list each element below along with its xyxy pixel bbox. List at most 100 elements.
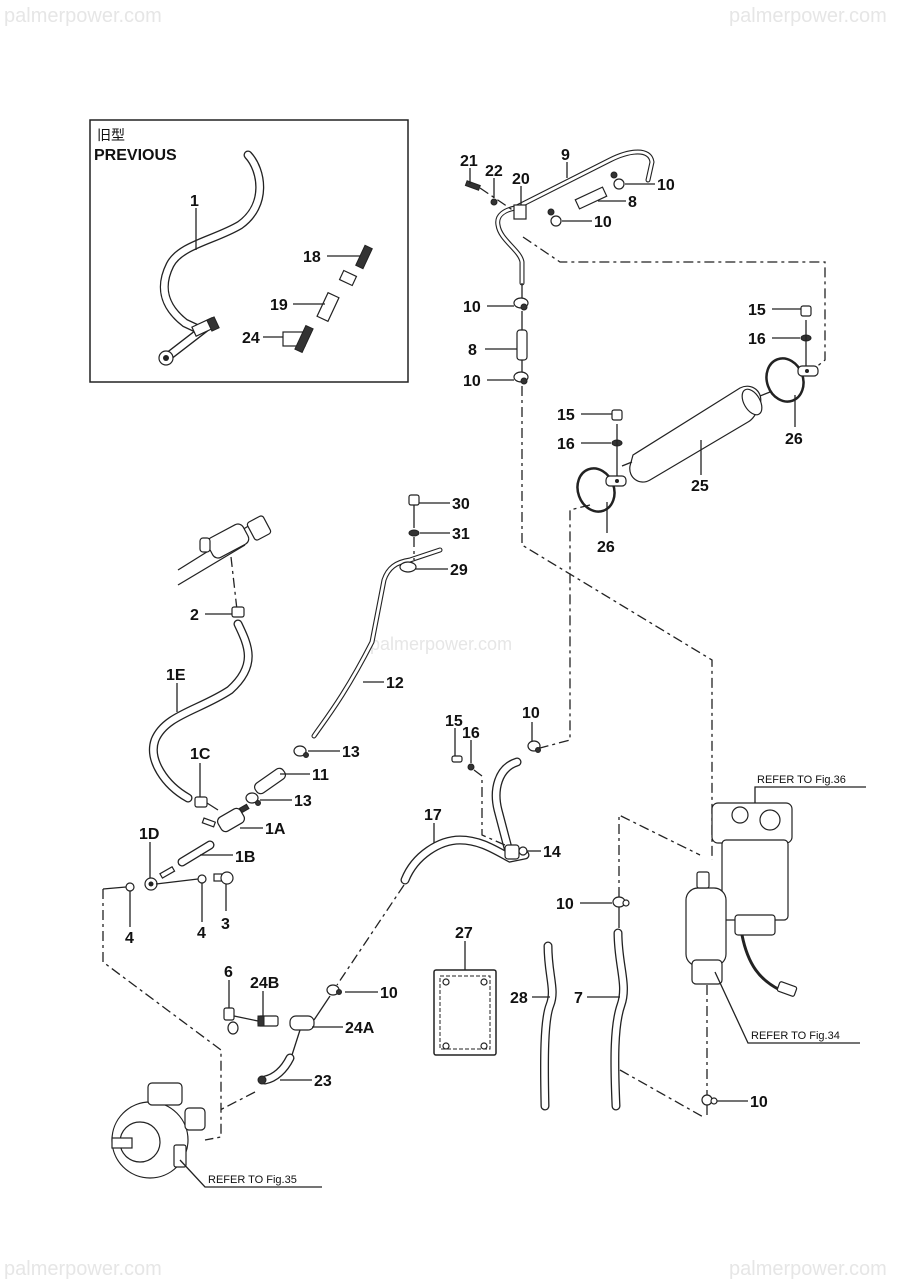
callout-10-upper-b: 10 <box>594 214 612 231</box>
callout-19: 19 <box>270 297 288 314</box>
clip-10-mid-b <box>513 371 529 385</box>
clip-10-lower-left <box>326 984 342 996</box>
leader-fig36 <box>754 786 866 803</box>
callout-10-upper-a: 10 <box>657 177 675 194</box>
refer-fig35: REFER TO Fig.35 <box>208 1174 297 1186</box>
callout-23: 23 <box>314 1073 332 1090</box>
hose-17 <box>400 835 530 885</box>
callout-15-left: 15 <box>557 407 575 424</box>
sleeve-8-mid <box>516 329 528 361</box>
clip-2 <box>231 606 245 618</box>
callout-9: 9 <box>561 147 570 164</box>
callout-16-center: 16 <box>462 725 480 742</box>
hose-return-to-14 <box>491 757 522 853</box>
fuel-rail-sensor <box>177 515 272 586</box>
tee-24A <box>289 1015 315 1031</box>
washer-16-center <box>467 763 475 771</box>
high-pressure-pump <box>111 1082 206 1179</box>
callout-16-left: 16 <box>557 436 575 453</box>
callout-20: 20 <box>512 171 530 188</box>
gasket-27 <box>433 969 497 1056</box>
callout-10-mid-b: 10 <box>463 373 481 390</box>
pipe-12 <box>311 547 443 739</box>
fuel-filter-assembly <box>685 802 798 997</box>
previous-title: PREVIOUS <box>94 147 177 164</box>
clamp-26-left <box>576 467 627 513</box>
callout-27: 27 <box>455 925 473 942</box>
leader-fig35 <box>179 1159 322 1188</box>
clip-13-lower <box>245 792 261 806</box>
bolt-15-center <box>451 755 463 763</box>
watermark-top-left: palmerpower.com <box>4 5 162 27</box>
sleeve-11 <box>253 767 287 795</box>
leader-fig34 <box>714 971 860 1044</box>
callout-10-center: 10 <box>522 705 540 722</box>
watermark-center: palmerpower.com <box>370 634 512 654</box>
hose-7 <box>610 928 628 1111</box>
callout-13-upper: 13 <box>342 744 360 761</box>
callout-31: 31 <box>452 526 470 543</box>
inline-filter-25 <box>621 385 771 483</box>
callout-10-bottom-right: 10 <box>750 1094 768 1111</box>
callout-18: 18 <box>303 249 321 266</box>
clip-13-upper <box>293 745 309 758</box>
bolt-21 <box>464 180 481 191</box>
clip-10-mid-a <box>513 297 529 311</box>
callout-29: 29 <box>450 562 468 579</box>
sleeve-8-upper <box>574 186 608 210</box>
callout-4-right: 4 <box>197 925 206 942</box>
watermark-bottom-left: palmerpower.com <box>4 1258 162 1280</box>
refer-fig34: REFER TO Fig.34 <box>751 1030 840 1042</box>
callout-15-center: 15 <box>445 713 463 730</box>
callout-1D: 1D <box>139 826 159 843</box>
hose-23 <box>257 1053 295 1085</box>
previous-box-frame <box>89 119 409 383</box>
callout-24: 24 <box>242 330 260 347</box>
callout-26-right: 26 <box>785 431 803 448</box>
callout-3: 3 <box>221 916 230 933</box>
callout-25: 25 <box>691 478 709 495</box>
callout-11: 11 <box>312 767 329 784</box>
tee-1A <box>201 803 250 833</box>
clip-10-upper-b <box>547 208 562 227</box>
callout-30: 30 <box>452 496 470 513</box>
clip-1C <box>194 796 208 808</box>
watermark-top-right: palmerpower.com <box>729 5 887 27</box>
callout-24A: 24A <box>345 1020 375 1037</box>
clip-10-bottom-right <box>701 1094 718 1106</box>
callout-21: 21 <box>460 153 478 170</box>
callout-7: 7 <box>574 990 583 1007</box>
callout-6: 6 <box>224 964 233 981</box>
clip-10-upper-a <box>610 171 625 190</box>
callout-14: 14 <box>543 844 561 861</box>
watermark-bottom-right: palmerpower.com <box>729 1258 887 1280</box>
hose-1B <box>177 840 215 867</box>
washer-31 <box>408 529 420 537</box>
callout-2: 2 <box>190 607 199 624</box>
return-pipe-9 <box>495 149 655 286</box>
callout-28: 28 <box>510 990 528 1007</box>
callout-10-hose-7: 10 <box>556 896 574 913</box>
clip-6 <box>223 1007 239 1035</box>
bolt-15-left <box>611 409 623 421</box>
sleeve-19 <box>316 291 340 323</box>
callout-1A: 1A <box>265 821 286 838</box>
clamp-29 <box>399 561 417 573</box>
bolt-30 <box>408 494 420 506</box>
callout-1E: 1E <box>166 667 186 684</box>
fitting-18 <box>338 244 373 287</box>
callout-10-lower-left: 10 <box>380 985 398 1002</box>
hose-1E <box>149 619 253 803</box>
callout-1C: 1C <box>190 746 211 763</box>
refer-fig36: REFER TO Fig.36 <box>757 774 846 786</box>
callout-26-left: 26 <box>597 539 615 556</box>
clamp-14 <box>504 844 520 860</box>
clamp-20 <box>513 204 527 220</box>
clip-10-center <box>527 740 541 753</box>
washer-4-left <box>125 882 135 892</box>
callout-16-right: 16 <box>748 331 766 348</box>
nut-22 <box>490 198 498 206</box>
callout-22: 22 <box>485 163 503 180</box>
washer-4-right <box>197 874 207 884</box>
